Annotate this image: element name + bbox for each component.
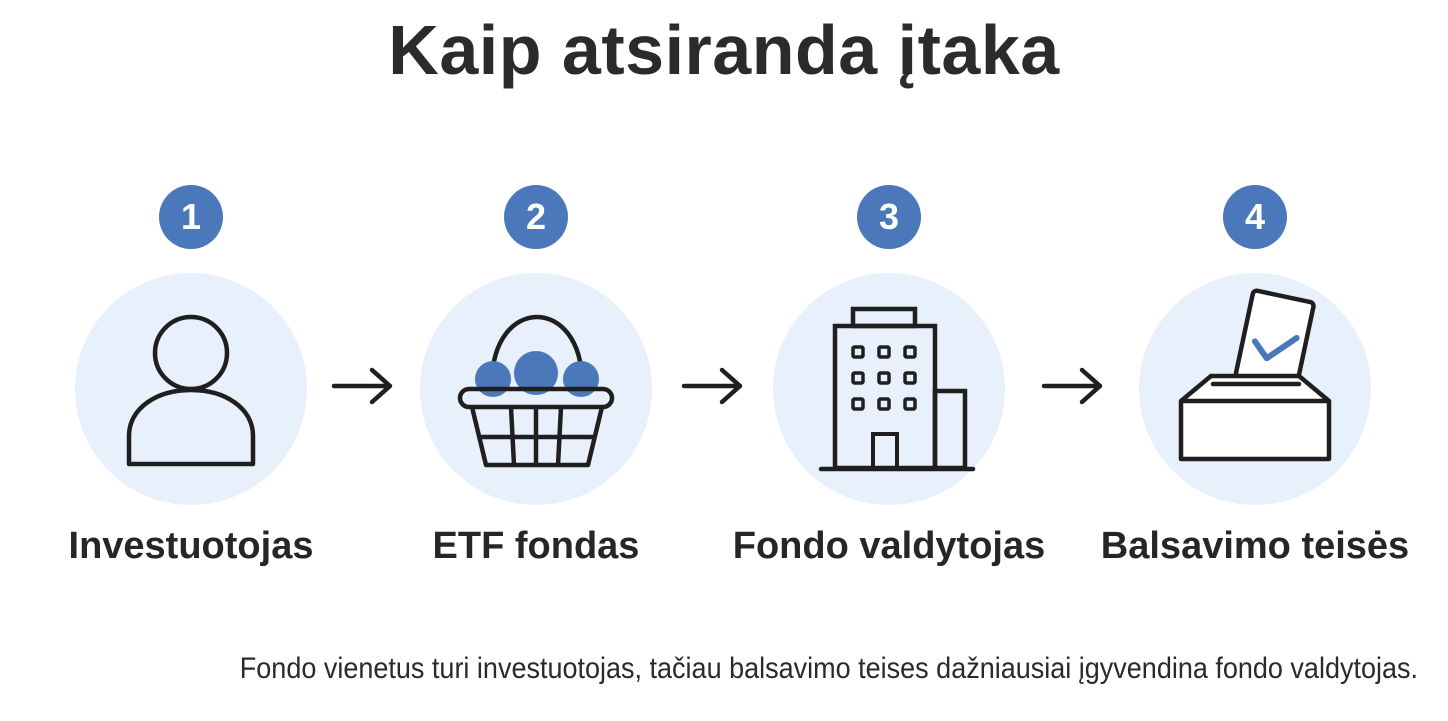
step-label: Investuotojas	[68, 525, 314, 567]
arrow-icon	[330, 366, 396, 406]
caption-text: Fondo vienetus turi investuotojas, tačia…	[239, 652, 1418, 685]
ballot-box-icon	[1139, 273, 1371, 505]
basket-icon	[420, 273, 652, 505]
step-label: ETF fondas	[432, 525, 640, 567]
step-number-badge: 1	[159, 185, 223, 249]
step-investor: 1 Investuotojas	[11, 185, 371, 585]
step-label: Balsavimo teisės	[1100, 525, 1410, 567]
person-icon	[75, 273, 307, 505]
step-number-badge: 4	[1223, 185, 1287, 249]
diagram-title: Kaip atsiranda įtaka	[388, 11, 1060, 89]
step-number-badge: 2	[504, 185, 568, 249]
step-etf-fund: 2 ETF fondas	[356, 185, 716, 585]
step-number-badge: 3	[857, 185, 921, 249]
step-fund-manager: 3 Fondo valdytojas	[709, 185, 1069, 585]
arrow-icon	[1040, 366, 1106, 406]
building-icon	[773, 273, 1005, 505]
step-voting-rights: 4 Balsavimo teisės	[1075, 185, 1435, 585]
step-label: Fondo valdytojas	[732, 525, 1046, 567]
arrow-icon	[680, 366, 746, 406]
